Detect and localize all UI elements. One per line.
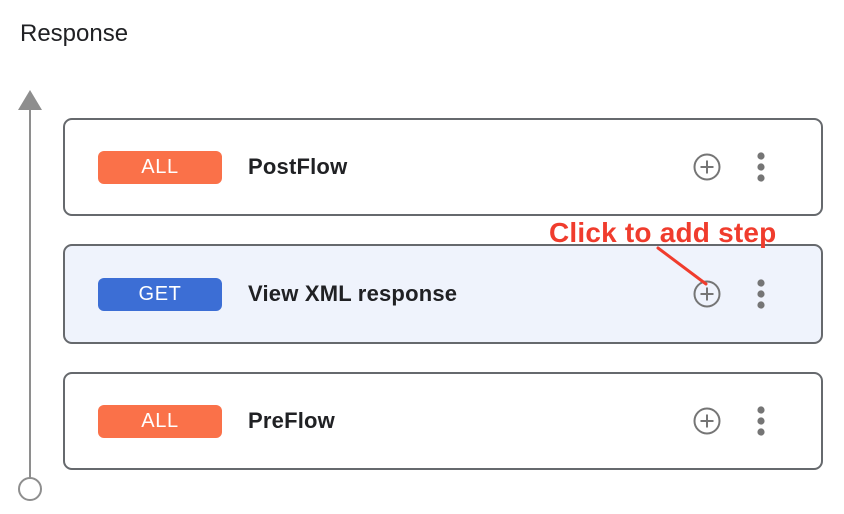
annotation-leader-line	[656, 246, 708, 286]
add-step-button[interactable]	[692, 279, 722, 309]
flow-card-view-xml-response[interactable]: GET View XML response	[63, 244, 823, 344]
response-heading: Response	[20, 20, 129, 47]
add-step-button[interactable]	[692, 152, 722, 182]
flow-name: PreFlow	[248, 408, 335, 433]
more-options-button[interactable]	[756, 278, 766, 310]
flow-card-postflow[interactable]: ALL PostFlow	[63, 118, 823, 216]
method-badge: GET	[98, 277, 222, 311]
plus-circle-icon	[693, 407, 721, 435]
flow-name: View XML response	[248, 281, 458, 306]
response-flow-list: ALL PostFlow GET View XML response	[63, 118, 823, 498]
method-badge: ALL	[98, 404, 222, 438]
more-vert-icon	[757, 279, 765, 309]
plus-circle-icon	[693, 280, 721, 308]
more-vert-icon	[757, 406, 765, 436]
more-vert-icon	[757, 152, 765, 182]
method-badge: ALL	[98, 150, 222, 184]
more-options-button[interactable]	[756, 405, 766, 437]
add-step-button[interactable]	[692, 406, 722, 436]
flow-direction-arrow	[18, 90, 42, 501]
flow-card-preflow[interactable]: ALL PreFlow	[63, 372, 823, 470]
click-to-add-step-annotation: Click to add step	[549, 217, 777, 248]
more-options-button[interactable]	[756, 151, 766, 183]
circle-outline-icon	[18, 477, 42, 501]
plus-circle-icon	[693, 153, 721, 181]
flow-name: PostFlow	[248, 154, 348, 179]
arrow-up-icon	[18, 90, 42, 110]
